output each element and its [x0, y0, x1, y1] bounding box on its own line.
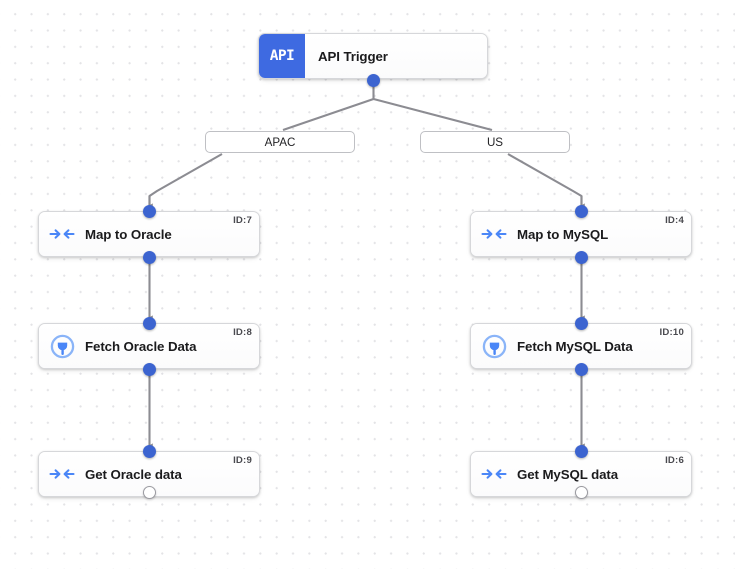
node-get-oracle-data-label: Get Oracle data	[85, 466, 182, 482]
node-map-to-mysql[interactable]: Map to MySQL ID:4	[470, 211, 692, 257]
node-fetch-oracle-data-label: Fetch Oracle Data	[85, 338, 197, 354]
node-fetch-mysql-data[interactable]: Fetch MySQL Data ID:10	[470, 323, 692, 369]
node-fetch-mysql-data-label: Fetch MySQL Data	[517, 338, 633, 354]
port-get-mysql-bottom[interactable]	[575, 486, 588, 499]
node-map-to-oracle-label: Map to Oracle	[85, 226, 172, 242]
branch-label-apac-text: APAC	[264, 135, 296, 149]
node-map-to-mysql-label: Map to MySQL	[517, 226, 609, 242]
port-fetch-oracle-bottom[interactable]	[143, 363, 156, 376]
port-fetch-oracle-top[interactable]	[143, 317, 156, 330]
port-map-mysql-top[interactable]	[575, 205, 588, 218]
node-api-trigger-label: API Trigger	[318, 48, 388, 64]
port-map-oracle-bottom[interactable]	[143, 251, 156, 264]
node-fetch-mysql-data-id: ID:10	[659, 327, 684, 338]
node-map-to-mysql-id: ID:4	[665, 215, 684, 226]
edge-trigger-split-right	[373, 97, 493, 132]
port-get-oracle-bottom[interactable]	[143, 486, 156, 499]
plug-connector-icon	[39, 334, 85, 359]
api-badge-text: API	[269, 48, 295, 64]
port-trigger-bottom[interactable]	[367, 74, 380, 87]
branch-label-us-text: US	[486, 135, 504, 149]
branch-label-us[interactable]: US	[420, 131, 570, 153]
port-map-mysql-bottom[interactable]	[575, 251, 588, 264]
node-get-mysql-data-label: Get MySQL data	[517, 466, 619, 482]
node-api-trigger[interactable]: API API Trigger	[258, 33, 488, 79]
map-merge-arrows-icon	[39, 225, 85, 243]
port-get-oracle-top[interactable]	[143, 445, 156, 458]
node-map-to-oracle-id: ID:7	[233, 215, 252, 226]
node-get-oracle-data-id: ID:9	[233, 455, 252, 466]
node-fetch-oracle-data[interactable]: Fetch Oracle Data ID:8	[38, 323, 260, 369]
plug-connector-icon	[471, 334, 517, 359]
node-get-mysql-data-id: ID:6	[665, 455, 684, 466]
map-merge-arrows-icon	[471, 465, 517, 483]
edge-apac-to-map-oracle	[148, 153, 223, 205]
edge-trigger-split	[282, 80, 375, 131]
map-merge-arrows-icon	[39, 465, 85, 483]
port-map-oracle-top[interactable]	[143, 205, 156, 218]
branch-label-apac[interactable]: APAC	[205, 131, 355, 153]
node-fetch-oracle-data-id: ID:8	[233, 327, 252, 338]
api-badge-icon: API	[259, 34, 305, 78]
port-fetch-mysql-top[interactable]	[575, 317, 588, 330]
map-merge-arrows-icon	[471, 225, 517, 243]
edge-us-to-map-mysql	[507, 153, 583, 205]
port-get-mysql-top[interactable]	[575, 445, 588, 458]
port-fetch-mysql-bottom[interactable]	[575, 363, 588, 376]
